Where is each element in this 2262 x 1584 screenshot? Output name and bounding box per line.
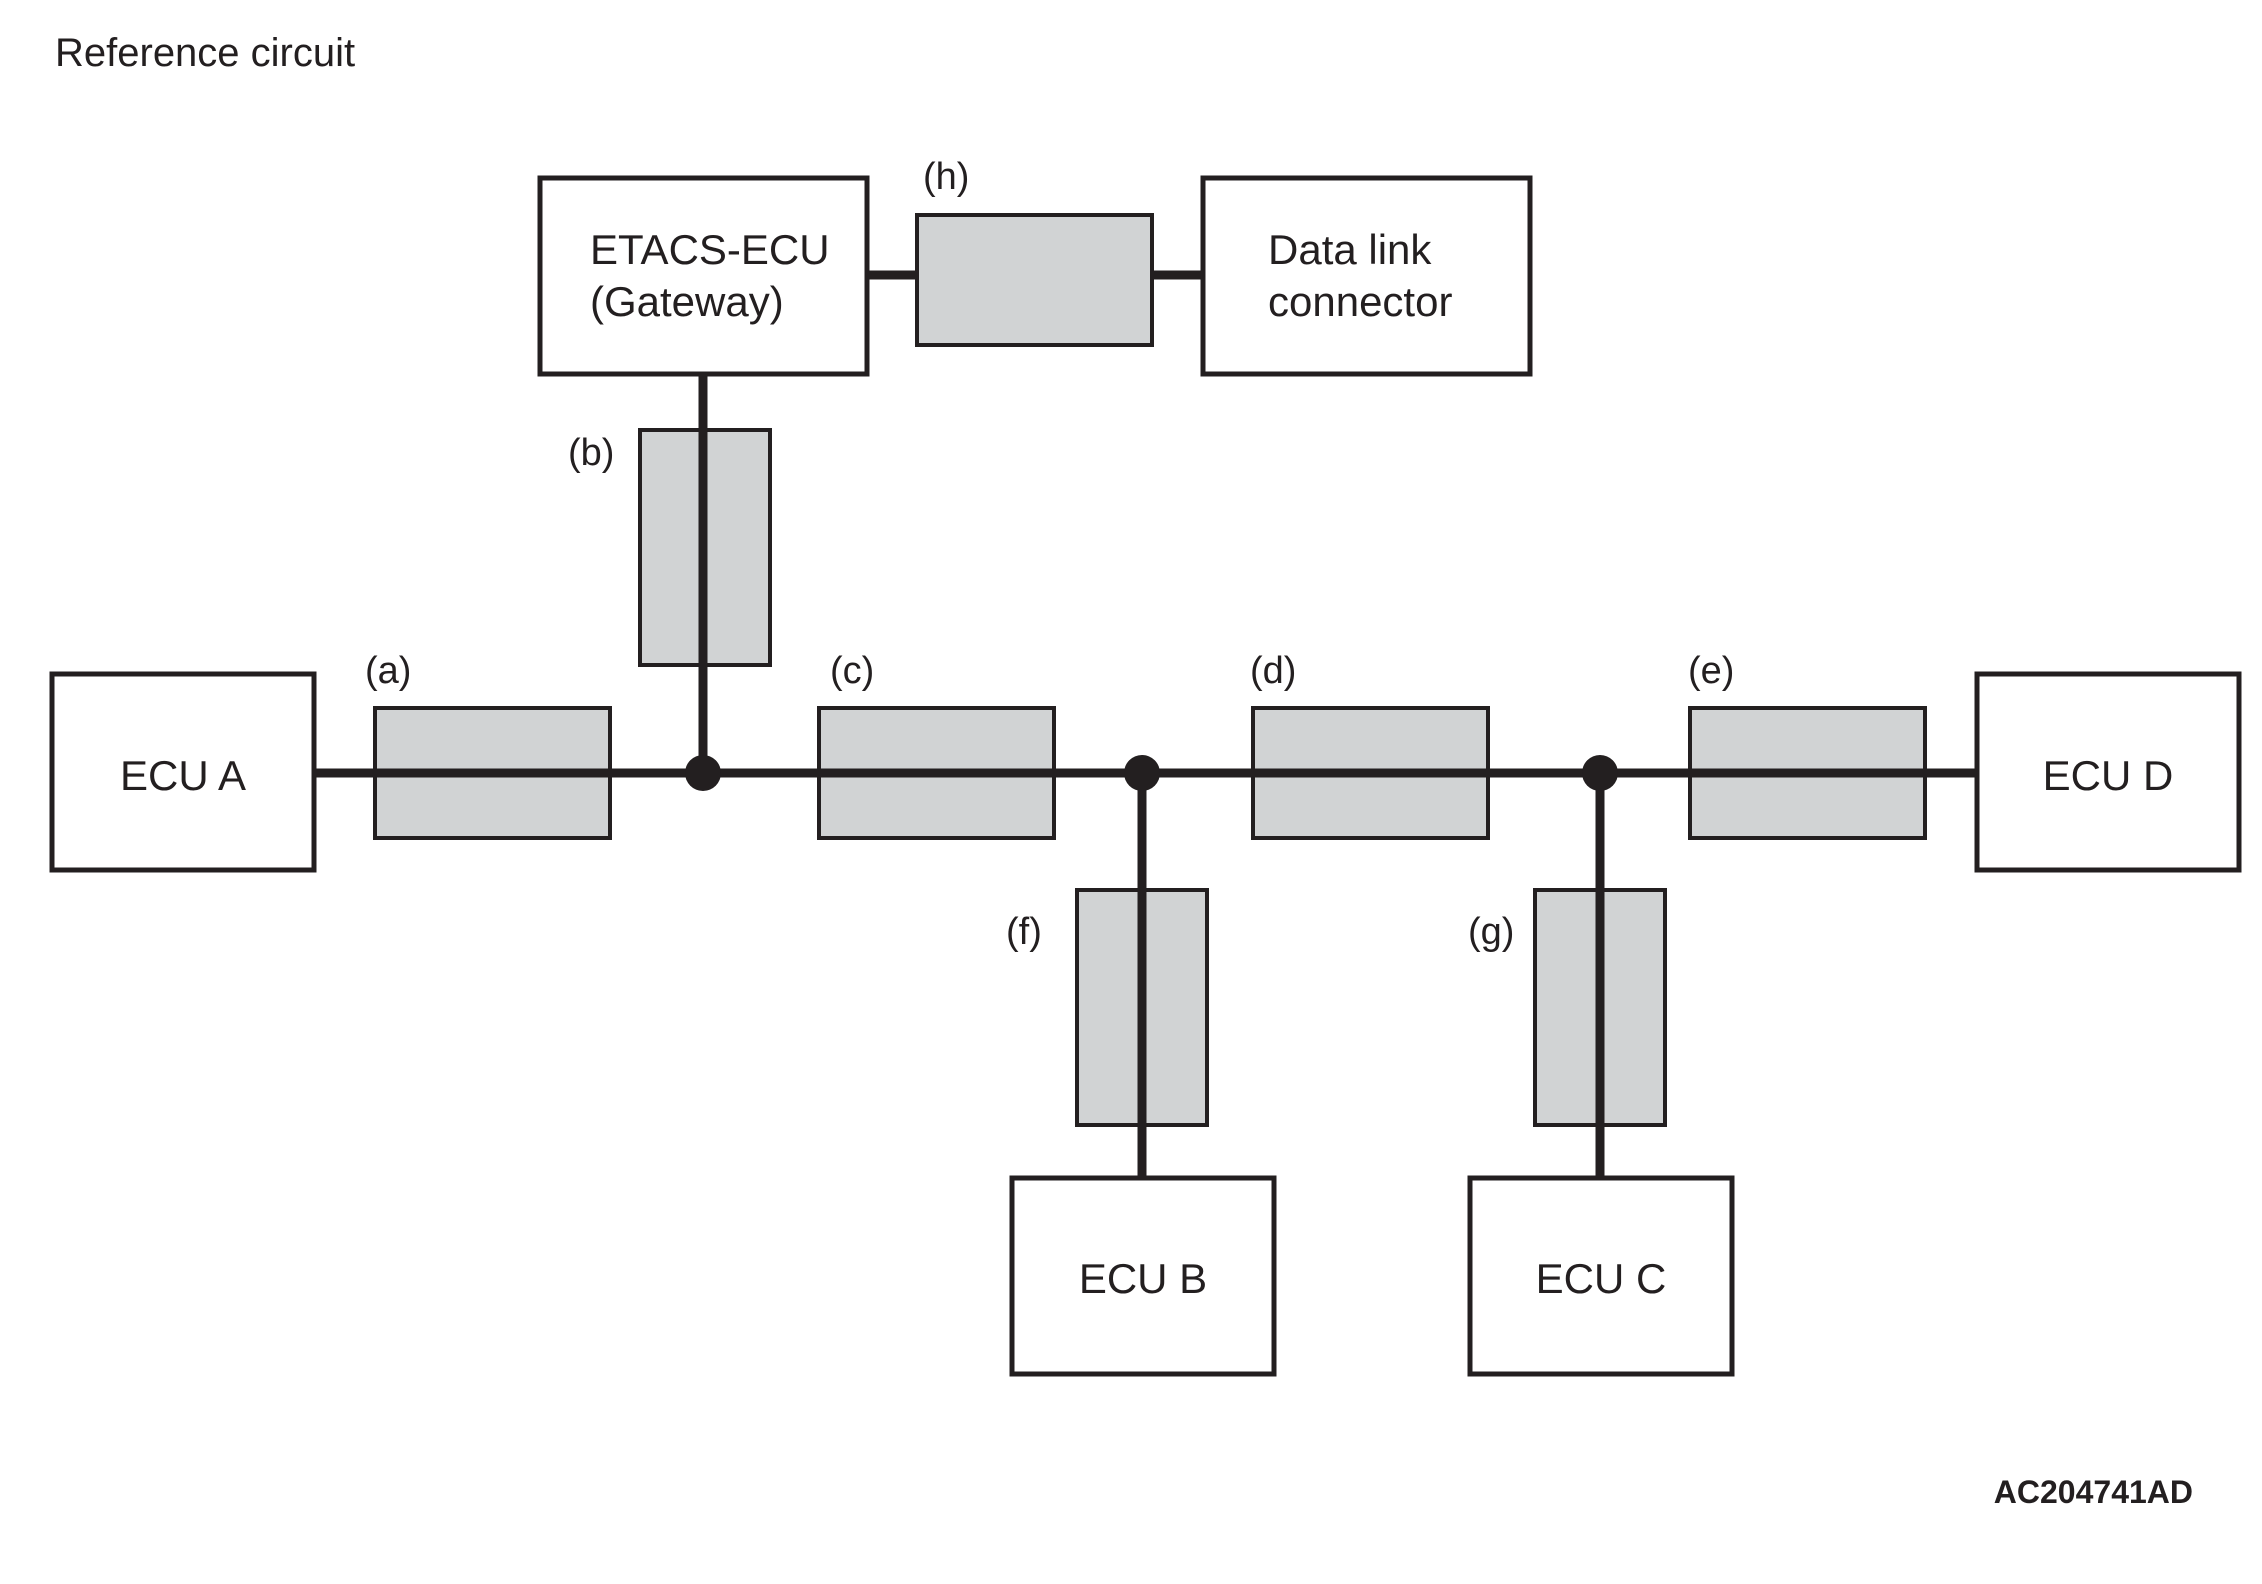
diagram-title: Reference circuit [55, 31, 355, 75]
segment-d-label: (d) [1250, 650, 1296, 692]
segment-e-label: (e) [1688, 650, 1734, 692]
data-link-connector-label-line2: connector [1268, 278, 1452, 325]
segment-b-label: (b) [568, 432, 614, 474]
ecu-c-box [1467, 1175, 1735, 1377]
junction-dot-f [1124, 755, 1160, 791]
ecu-a-label: ECU A [120, 752, 246, 799]
segment-c-label: (c) [830, 650, 874, 692]
ecu-b-box [1009, 1175, 1277, 1377]
segment-h-label: (h) [923, 156, 969, 198]
ecu-d-label: ECU D [2043, 752, 2174, 799]
figure-code: AC204741AD [1994, 1474, 2193, 1510]
segment-a-label: (a) [365, 650, 411, 692]
etacs-ecu-label-line1: ETACS-ECU [590, 226, 830, 273]
segment-f-label: (f) [1006, 911, 1042, 953]
data-link-connector-label-line1: Data link [1268, 226, 1432, 273]
data-link-connector-box [1200, 175, 1533, 377]
segment-h [915, 213, 1154, 347]
etacs-ecu-box [537, 175, 870, 377]
junction-dot-b [685, 755, 721, 791]
ecu-a-box [49, 671, 317, 873]
etacs-ecu-label-line2: (Gateway) [590, 278, 784, 325]
segment-g-label: (g) [1468, 911, 1514, 953]
ecu-d-box [1974, 671, 2242, 873]
ecu-b-label: ECU B [1079, 1255, 1207, 1302]
junction-dot-g [1582, 755, 1618, 791]
ecu-c-label: ECU C [1536, 1255, 1667, 1302]
